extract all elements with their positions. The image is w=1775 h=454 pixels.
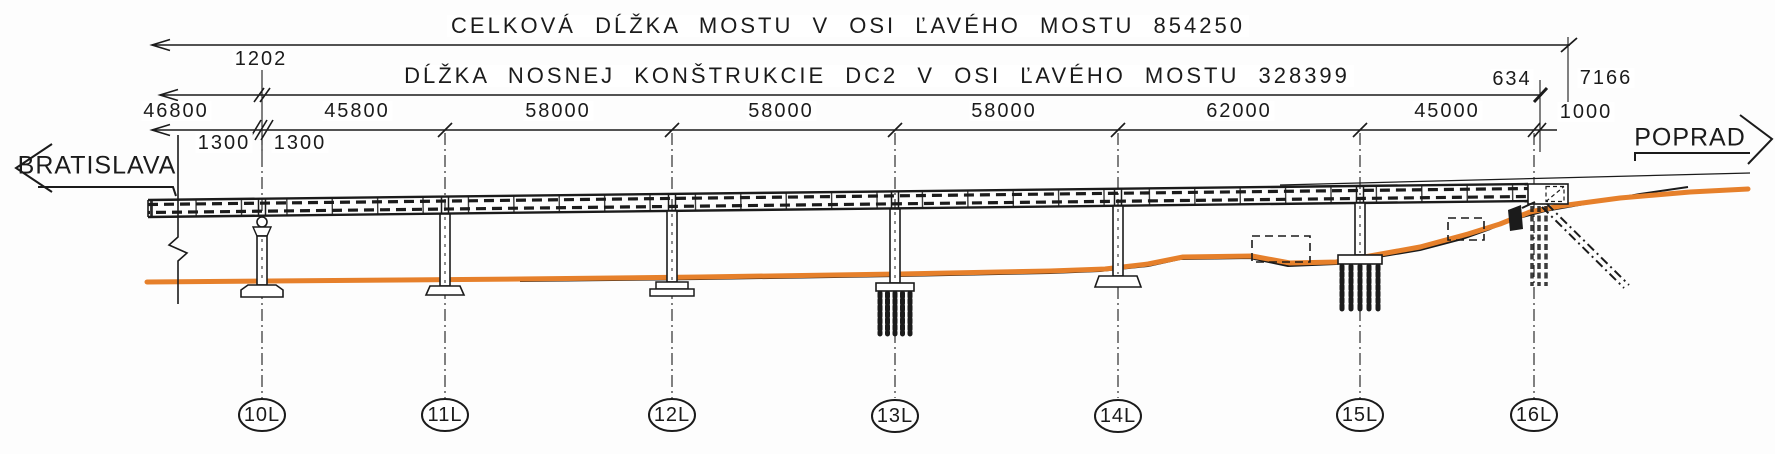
slope-hatch-line xyxy=(1541,203,1630,289)
dim-arrow-left-1 xyxy=(149,38,171,52)
pier-14L xyxy=(1093,205,1143,288)
dim-7166: 7166 xyxy=(1577,67,1635,89)
pier-label-12L: 12L xyxy=(653,404,691,426)
bridge-deck xyxy=(147,182,1529,219)
dim-1300-left: 1300 xyxy=(195,132,253,154)
dim-span-3: 58000 xyxy=(523,100,593,122)
pier-15L xyxy=(1337,202,1383,313)
pier-label-16L: 16L xyxy=(1515,404,1553,426)
pier-10L xyxy=(240,216,284,298)
dim-span-1: 46800 xyxy=(141,100,211,122)
pier-label-15L: 15L xyxy=(1341,404,1379,426)
dim-arrow-left-2 xyxy=(157,88,179,102)
dim-1300-right: 1300 xyxy=(271,132,329,154)
dim-arrow-left-3 xyxy=(149,123,171,137)
grade-line xyxy=(1279,172,1751,186)
pier-label-bubbles xyxy=(238,398,1558,433)
bearing-icon xyxy=(256,216,268,228)
ghost-box-1 xyxy=(1251,235,1311,263)
pier-label-10L: 10L xyxy=(243,404,281,426)
pier-11L xyxy=(424,213,466,296)
pier-label-11L: 11L xyxy=(427,404,463,426)
pile-group-16L xyxy=(1530,206,1548,286)
dim-span-5: 58000 xyxy=(969,100,1039,122)
pile-group-13L xyxy=(877,290,913,337)
break-line xyxy=(167,135,189,304)
dimension-total-length xyxy=(149,37,1578,112)
dim-span-4: 58000 xyxy=(746,100,816,122)
pier-12L xyxy=(649,210,695,297)
pier-label-13L: 13L xyxy=(876,405,914,427)
title-total-length: CELKOVÁ DĹŽKA MOSTU V OSI ĽAVÉHO MOSTU 8… xyxy=(447,15,1249,37)
direction-label-bratislava: BRATISLAVA xyxy=(17,151,177,180)
abutment-16L xyxy=(1508,183,1630,289)
pile-group-15L xyxy=(1339,263,1381,313)
title-dc2-length: DĹŽKA NOSNEJ KONŠTRUKCIE DC2 V OSI ĽAVÉH… xyxy=(400,65,1354,87)
direction-label-poprad: POPRAD xyxy=(1634,123,1746,152)
dim-span-2: 45800 xyxy=(322,100,392,122)
terrain-design-line xyxy=(144,186,1751,285)
pier-13L xyxy=(875,208,915,337)
dim-1000: 1000 xyxy=(1557,101,1615,123)
dim-1202: 1202 xyxy=(232,48,290,70)
bearing-block xyxy=(1508,205,1523,231)
bratislava-direction-arrow xyxy=(14,143,177,197)
dimension-spans xyxy=(149,119,1557,141)
dim-span-6: 62000 xyxy=(1204,100,1274,122)
ghost-box-2 xyxy=(1447,217,1485,241)
dim-span-7: 45000 xyxy=(1412,100,1482,122)
pier-label-14L: 14L xyxy=(1099,405,1137,427)
poprad-direction-arrow xyxy=(1634,114,1774,165)
dim-634: 634 xyxy=(1490,68,1534,90)
